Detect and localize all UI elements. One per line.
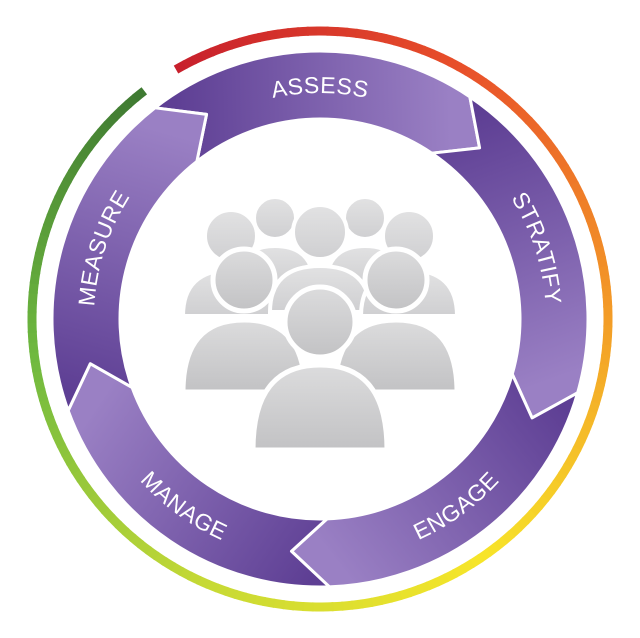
outer-progress-ring: [27, 26, 613, 612]
stage-segment-assess: [153, 49, 482, 163]
stage-ring: [50, 49, 590, 589]
stage-segment-measure: [50, 106, 209, 413]
group-of-people-icon: [180, 195, 460, 453]
outer-ring-segment: [132, 87, 148, 102]
